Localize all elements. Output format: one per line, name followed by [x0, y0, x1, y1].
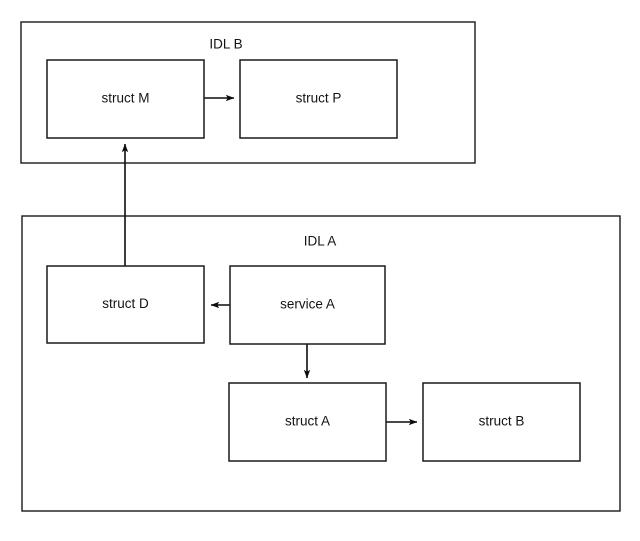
node-struct-b[interactable]: struct B: [422, 382, 581, 462]
node-struct-p[interactable]: struct P: [239, 59, 398, 139]
node-service-a[interactable]: service A: [229, 265, 386, 345]
node-struct-p-box: [239, 59, 398, 139]
container-idl-a[interactable]: IDL A: [21, 215, 621, 512]
container-idl-b-label: IDL B: [209, 37, 242, 52]
node-struct-d-label: struct D: [102, 296, 149, 311]
node-struct-d[interactable]: struct D: [46, 265, 205, 344]
node-struct-a-label: struct A: [285, 414, 330, 429]
node-struct-m-box: [46, 59, 205, 139]
container-idl-a-label: IDL A: [304, 234, 337, 249]
node-service-a-label: service A: [280, 297, 335, 312]
node-struct-a-box: [228, 382, 387, 462]
node-struct-m-label: struct M: [101, 91, 149, 106]
node-struct-p-label: struct P: [296, 91, 342, 106]
edge-layer: [121, 94, 418, 426]
node-struct-a[interactable]: struct A: [228, 382, 387, 462]
container-idl-a-border: [21, 215, 621, 512]
node-struct-b-label: struct B: [479, 414, 525, 429]
node-struct-m[interactable]: struct M: [46, 59, 205, 139]
node-struct-b-box: [422, 382, 581, 462]
node-service-a-box: [229, 265, 386, 345]
node-struct-d-box: [46, 265, 205, 344]
